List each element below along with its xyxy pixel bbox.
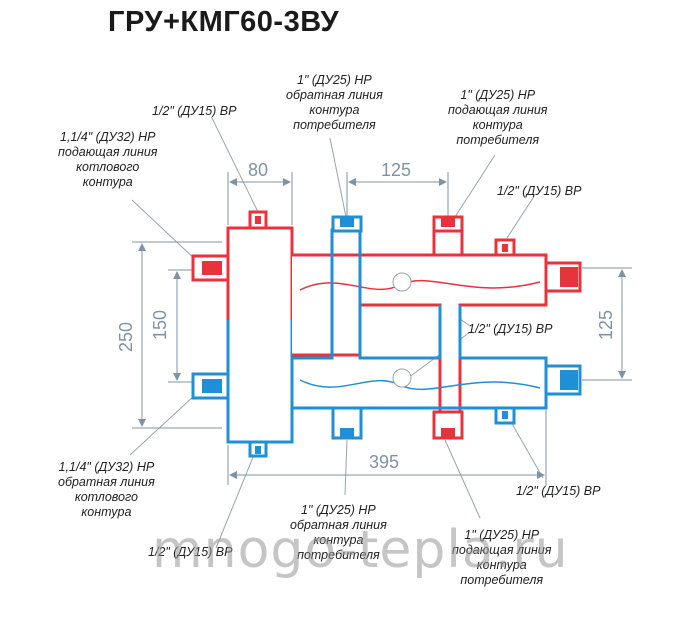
dimension-395: 395 <box>369 452 399 472</box>
label-line: контура <box>476 558 527 572</box>
label-consumer-supply-bottom: 1" (ДУ25) НР подающая линия контура потр… <box>452 528 551 588</box>
label-line: контура <box>82 175 133 189</box>
label-line: подающая линия <box>452 543 552 557</box>
consumer-supply-port-top <box>432 215 464 257</box>
label-line: 1/2" (ДУ15) ВР <box>497 184 582 198</box>
label-line: 1,1/4" (ДУ32) НР <box>58 460 155 474</box>
label-center-half: 1/2" (ДУ15) ВР <box>468 322 552 337</box>
label-line: обратная линия <box>58 475 155 489</box>
hydraulic-separator <box>226 210 294 458</box>
label-line: потребителя <box>460 573 544 587</box>
dimension-250: 250 <box>116 322 136 352</box>
label-consumer-return-bottom: 1" (ДУ25) НР обратная линия контура потр… <box>290 503 387 563</box>
label-line: обратная линия <box>286 88 383 102</box>
label-line: контура <box>309 103 360 117</box>
label-line: подающая линия <box>448 103 548 117</box>
label-line: 1/2" (ДУ15) ВР <box>152 104 237 118</box>
label-consumer-supply-top: 1" (ДУ25) НР подающая линия контура потр… <box>448 88 547 148</box>
label-line: потребителя <box>297 548 380 562</box>
watermark: mnogo-tepla.ru <box>152 520 569 580</box>
label-consumer-return-top: 1" (ДУ25) НР обратная линия контура потр… <box>286 73 383 133</box>
label-line: котлового <box>76 160 140 174</box>
label-right-half-bottom: 1/2" (ДУ15) ВР <box>516 484 600 499</box>
dimension-lines <box>132 172 632 485</box>
label-line: 1/2" (ДУ15) ВР <box>148 545 233 559</box>
label-line: обратная линия <box>290 518 387 532</box>
label-boiler-supply: 1,1/4" (ДУ32) НР подающая линия котловог… <box>58 130 157 190</box>
label-line: потребителя <box>293 118 376 132</box>
label-right-half-top: 1/2" (ДУ15) ВР <box>497 184 581 199</box>
label-line: потребителя <box>456 133 540 147</box>
label-line: 1" (ДУ25) НР <box>301 503 376 517</box>
consumer-return-port-bottom <box>331 406 363 440</box>
dimension-125-top: 125 <box>381 160 411 180</box>
label-line: 1/2" (ДУ15) ВР <box>516 484 601 498</box>
label-line: контура <box>313 533 364 547</box>
label-line: 1" (ДУ25) НР <box>460 88 536 102</box>
consumer-supply-port-bottom <box>432 410 464 440</box>
dimension-125-right: 125 <box>596 310 616 340</box>
boiler-return-port <box>191 372 230 400</box>
label-line: 1" (ДУ25) НР <box>464 528 540 542</box>
label-line: подающая линия <box>58 145 158 159</box>
leader-lines <box>129 117 544 549</box>
label-line: котлового <box>74 490 138 504</box>
small-port-bottom-right <box>494 406 516 425</box>
label-bottom-left-half: 1/2" (ДУ15) ВР <box>148 545 232 560</box>
label-line: контура <box>81 505 132 519</box>
label-boiler-return: 1,1/4" (ДУ32) НР обратная линия котловог… <box>58 460 155 520</box>
label-line: контура <box>472 118 523 132</box>
small-port-top-right <box>494 238 516 257</box>
dimension-150: 150 <box>150 310 170 340</box>
consumer-return-port-top <box>331 215 363 233</box>
dimension-80: 80 <box>248 160 268 180</box>
label-line: 1,1/4" (ДУ32) НР <box>59 130 156 144</box>
label-top-left-half: 1/2" (ДУ15) ВР <box>152 104 236 119</box>
page-title: ГРУ+КМГ60-3ВУ <box>108 6 340 38</box>
label-line: 1" (ДУ25) НР <box>297 73 372 87</box>
boiler-supply-port <box>191 254 230 282</box>
label-line: 1/2" (ДУ15) ВР <box>468 322 553 336</box>
